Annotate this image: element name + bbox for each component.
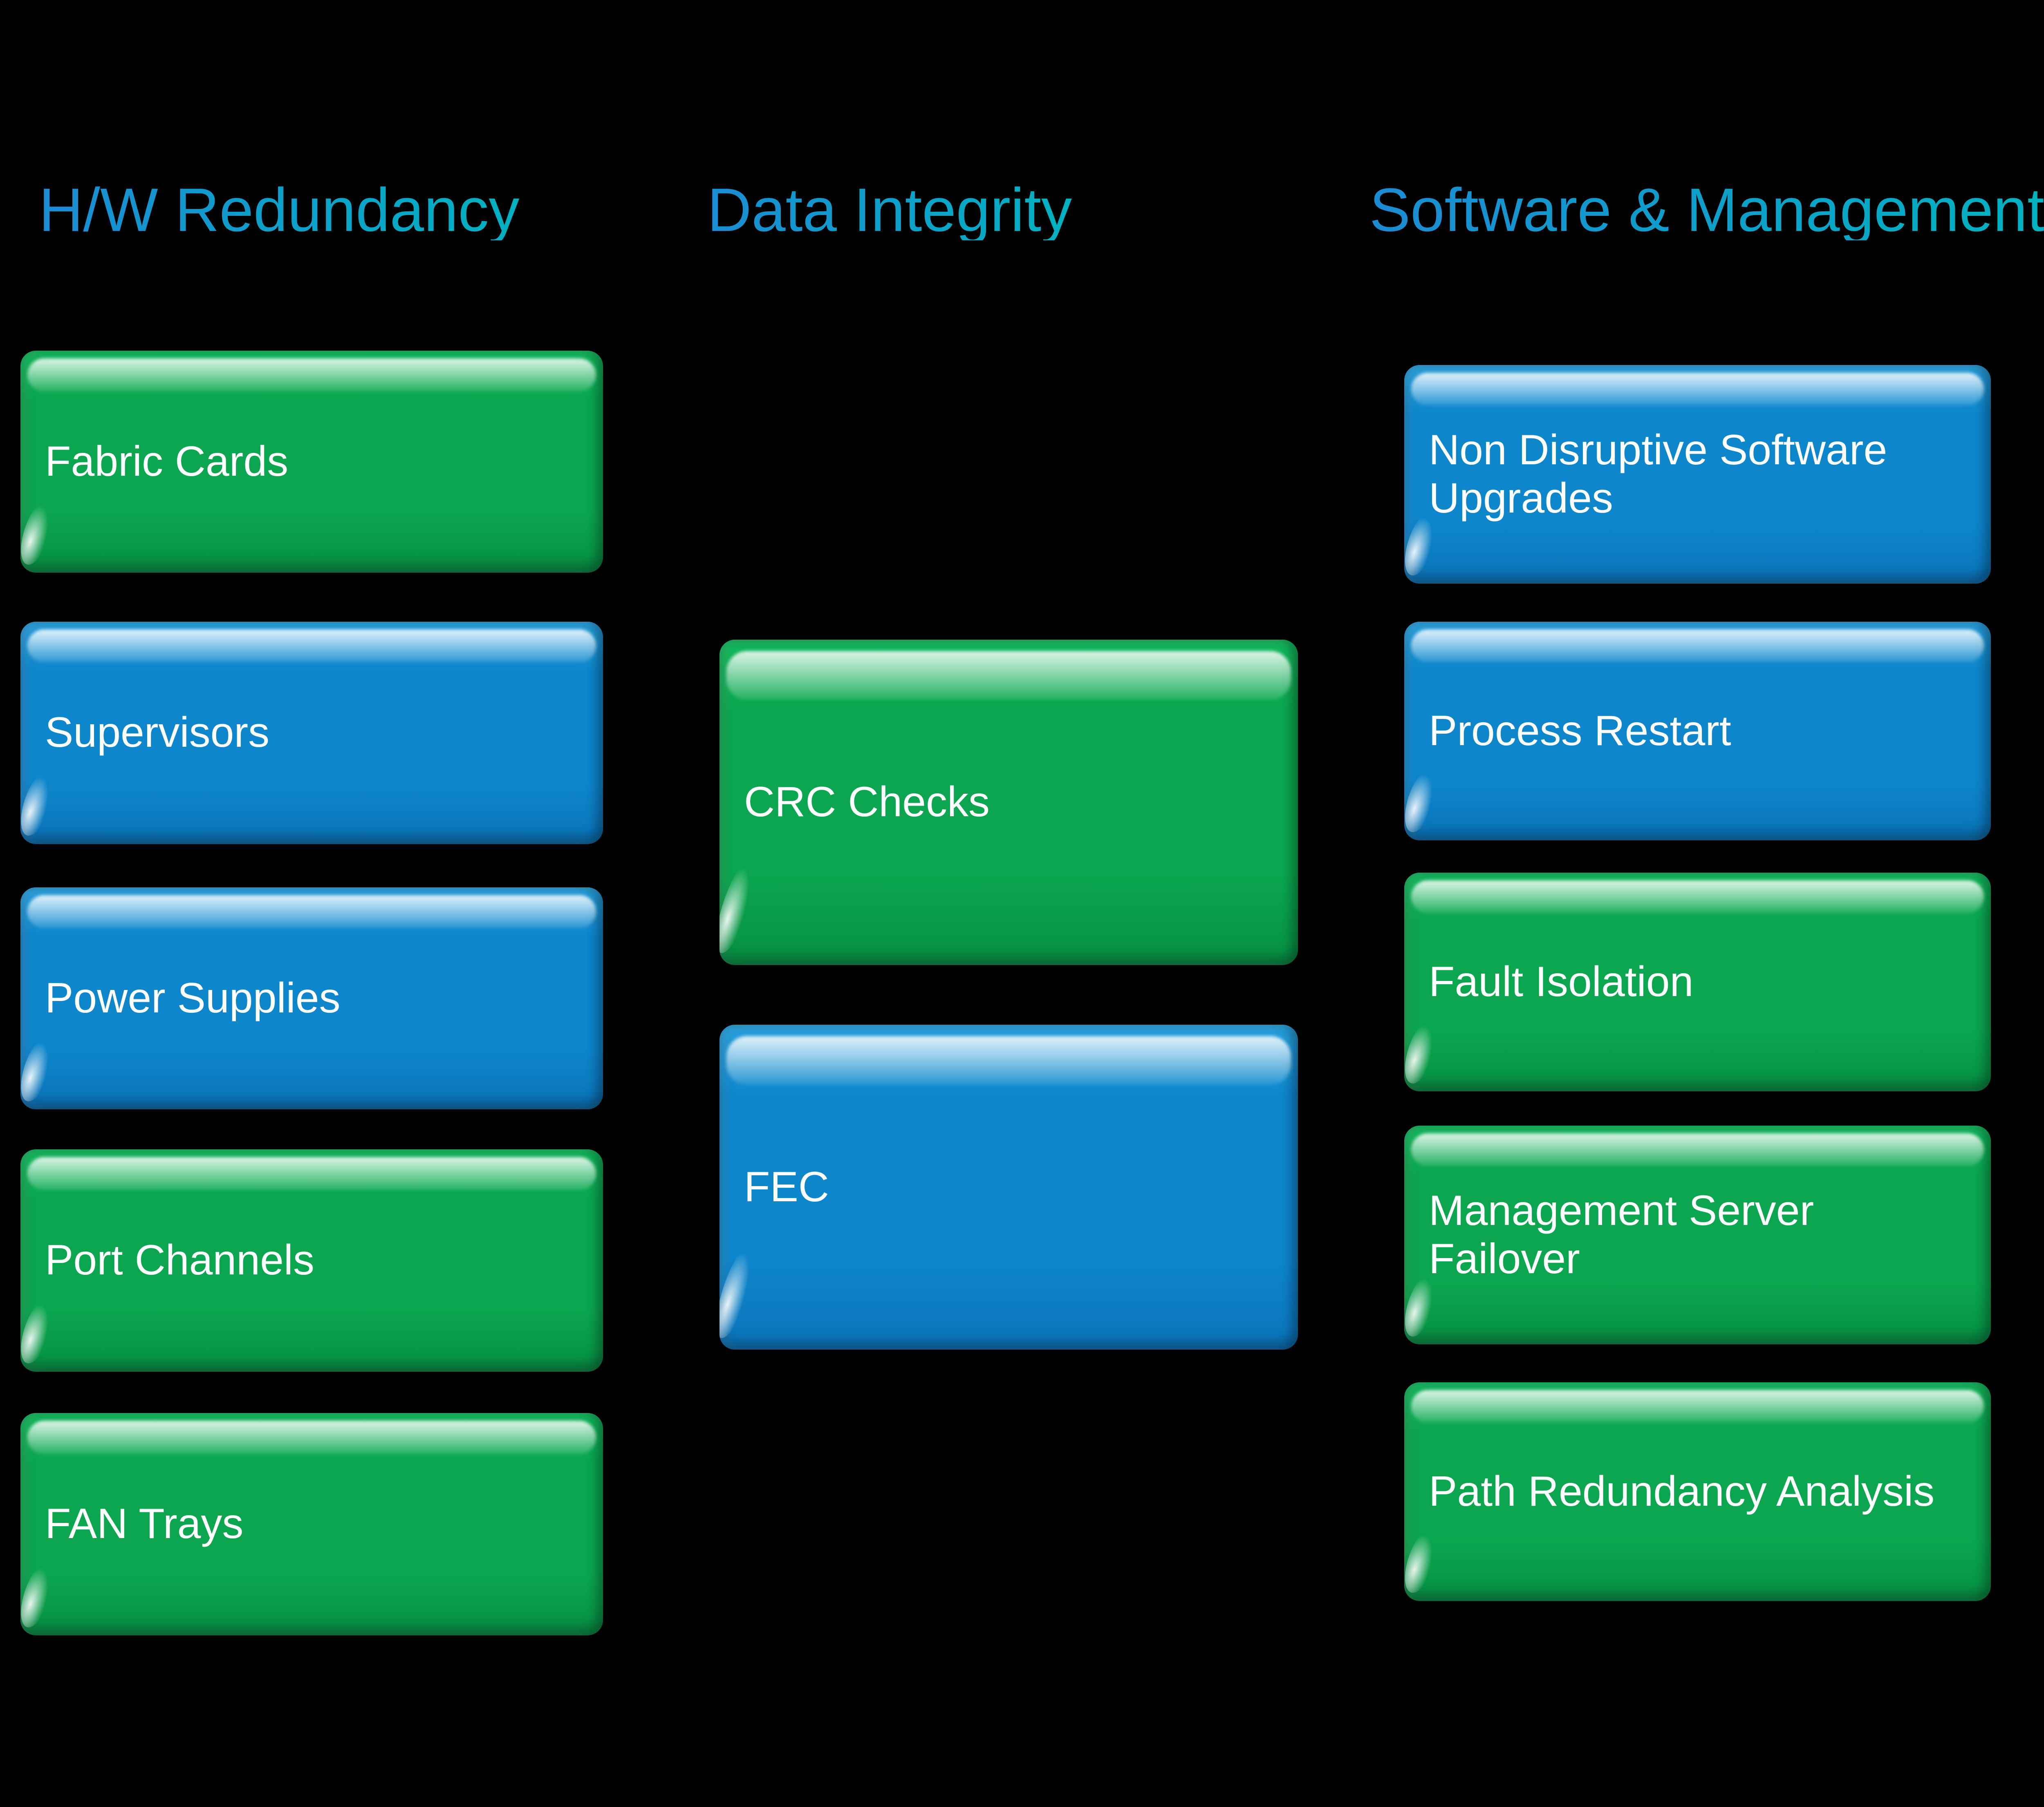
- box-label: CRC Checks: [744, 778, 990, 826]
- box-fec: FEC: [719, 1024, 1298, 1350]
- box-label: Power Supplies: [45, 974, 341, 1022]
- box-path-redundancy-analysis: Path Redundancy Analysis: [1404, 1382, 1991, 1601]
- box-fault-isolation: Fault Isolation: [1404, 873, 1991, 1092]
- box-non-disruptive-software-upgrades: Non Disruptive Software Upgrades: [1404, 365, 1991, 584]
- box-label: Supervisors: [45, 708, 270, 756]
- box-crc-checks: CRC Checks: [719, 640, 1298, 965]
- box-label: Management Server Failover: [1429, 1187, 1814, 1283]
- box-port-channels: Port Channels: [20, 1149, 603, 1372]
- box-power-supplies: Power Supplies: [20, 887, 603, 1110]
- box-label: FAN Trays: [45, 1500, 244, 1548]
- column-heading-software-management: Software & Management: [1369, 175, 2044, 244]
- box-label: Path Redundancy Analysis: [1429, 1467, 1935, 1515]
- box-fan-trays: FAN Trays: [20, 1413, 603, 1635]
- column-heading-data-integrity: Data Integrity: [707, 175, 1072, 244]
- column-heading-hw-redundancy: H/W Redundancy: [39, 175, 520, 244]
- box-label: Non Disruptive Software Upgrades: [1429, 426, 1887, 522]
- box-label: Fault Isolation: [1429, 958, 1694, 1006]
- box-label: Fabric Cards: [45, 437, 289, 485]
- box-label: Port Channels: [45, 1236, 315, 1284]
- box-process-restart: Process Restart: [1404, 621, 1991, 840]
- box-fabric-cards: Fabric Cards: [20, 350, 603, 573]
- box-label: FEC: [744, 1163, 829, 1211]
- box-label: Process Restart: [1429, 707, 1731, 755]
- box-supervisors: Supervisors: [20, 621, 603, 844]
- box-management-server-failover: Management Server Failover: [1404, 1126, 1991, 1345]
